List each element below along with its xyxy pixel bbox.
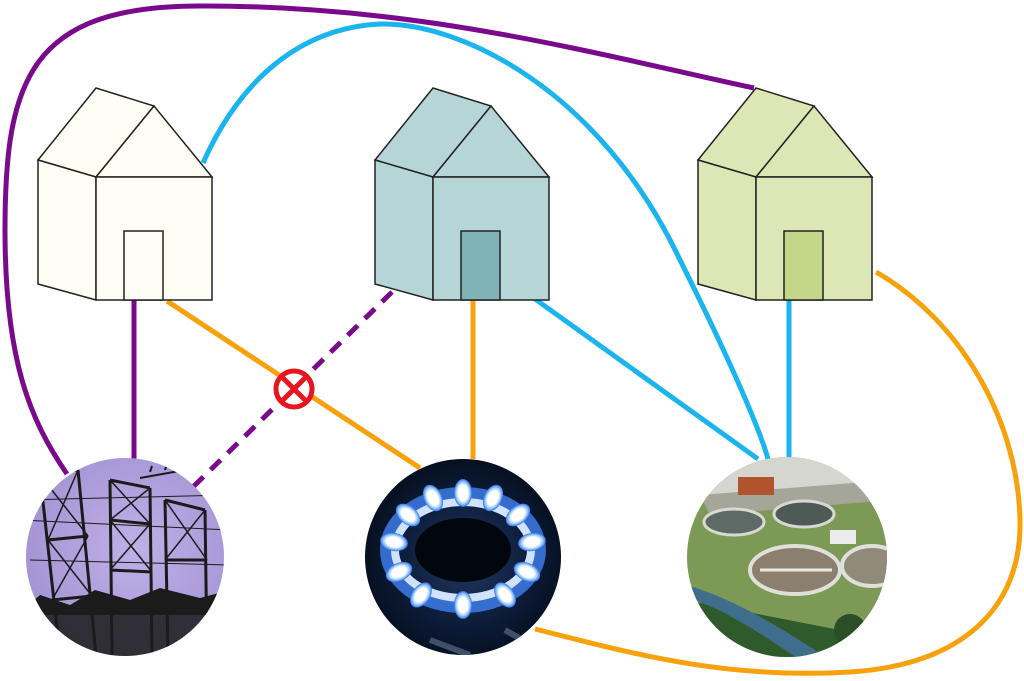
door: [460, 230, 501, 301]
gas-burner-flame-icon: [365, 459, 561, 655]
house-left-icon: [36, 87, 214, 301]
line-house-right-gas: [534, 269, 1023, 676]
line-house-right-electricity: [2, 3, 755, 476]
house-middle-icon: [373, 87, 551, 301]
door: [123, 230, 164, 301]
power-substation-icon: [26, 458, 224, 656]
blocked-connection-icon: [273, 368, 315, 410]
water-treatment-plant-icon: [687, 457, 887, 657]
house-right-icon: [696, 87, 874, 301]
line-house-middle-water: [533, 296, 760, 462]
line-house-left-water: [200, 21, 771, 460]
door: [783, 230, 824, 301]
